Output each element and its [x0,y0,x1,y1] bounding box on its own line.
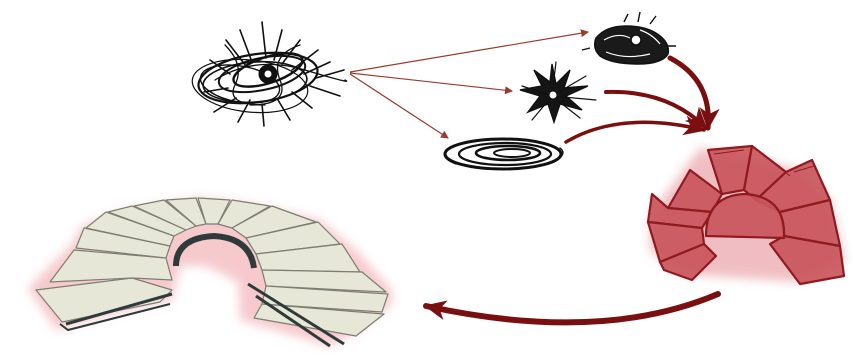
arrow-source-to-spiral [350,74,448,138]
arrow-blob-to-model [670,58,708,128]
dense-blob-sketch-icon [582,12,676,64]
red-radial-fan-model-icon [648,146,845,284]
arrow-source-to-burst [350,73,512,91]
arrow-spiral-to-model [566,122,704,142]
starburst-sketch-icon [520,62,596,122]
thick-arrows [566,58,708,142]
concentric-spiral-sketch-icon [444,139,563,169]
tangled-scribble-sketch-icon [190,22,347,126]
spiral-staircase-render-icon [28,198,392,346]
arrow-model-to-staircase [426,294,718,322]
